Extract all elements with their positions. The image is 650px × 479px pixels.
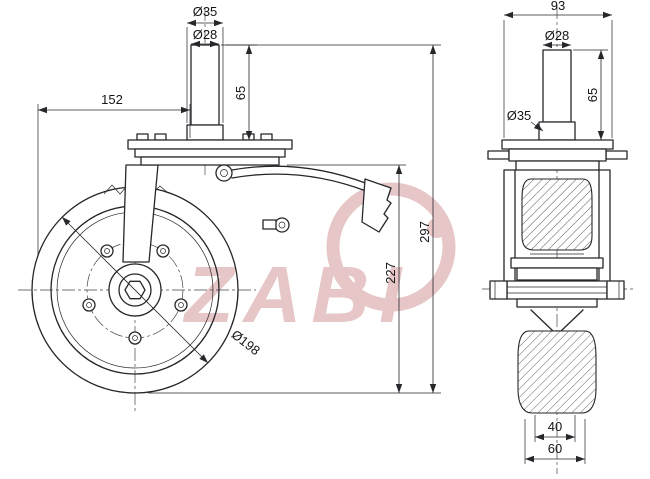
dim-label-body-height: 227 xyxy=(383,262,398,284)
dim-stem-outer-dia-front: Ø35 xyxy=(186,4,224,123)
stem-front xyxy=(186,44,224,141)
brake-bolt xyxy=(274,217,290,233)
dim-label-hub-width: 60 xyxy=(548,441,562,456)
dim-overall-width: 93 xyxy=(503,0,613,138)
side-view: 93 Ø28 65 Ø35 40 60 xyxy=(482,0,634,474)
front-view: Ø35 Ø28 65 152 297 227 xyxy=(18,4,441,412)
dim-label-stem-outer-dia: Ø35 xyxy=(193,4,218,19)
fork-leg-front xyxy=(122,164,159,263)
swivel-plate-front xyxy=(127,133,293,166)
watermark-text: ZABI xyxy=(183,250,412,339)
dim-body-height: 227 xyxy=(287,164,406,393)
dim-wheel-width: 40 xyxy=(534,415,576,442)
brake-pedal xyxy=(361,178,392,233)
dim-label-total-height: 297 xyxy=(417,221,432,243)
dim-stem-height-front: 65 xyxy=(221,44,257,140)
dim-label-overall-width: 93 xyxy=(551,0,565,13)
stem-collar xyxy=(186,124,224,141)
axle-bolt-head xyxy=(489,280,508,300)
dim-stem-outer-dia-side: Ø35 xyxy=(507,108,544,132)
dim-label-stem-dia: Ø28 xyxy=(193,27,218,42)
dim-label-stem-dia-side: Ø28 xyxy=(545,28,570,43)
axle-nut xyxy=(606,280,625,300)
dim-plate-offset: 152 xyxy=(37,92,191,255)
stem-tube xyxy=(190,44,220,126)
dim-label-stem-height: 65 xyxy=(233,86,248,100)
dim-stem-dia-front: Ø28 xyxy=(191,27,219,48)
stem-side xyxy=(538,49,576,141)
watermark-logo: ZABI xyxy=(183,182,456,339)
dim-hub-width: 60 xyxy=(524,419,586,464)
dim-stem-dia-side: Ø28 xyxy=(543,28,571,49)
dim-label-wheel-width: 40 xyxy=(548,419,562,434)
dim-label-plate-offset: 152 xyxy=(101,92,123,107)
dim-label-stem-height-side: 65 xyxy=(585,88,600,102)
dim-label-stem-outer-dia-side: Ø35 xyxy=(507,108,532,123)
dim-total-height: 297 xyxy=(148,44,441,394)
brake-lever xyxy=(215,164,392,233)
tire-section-upper xyxy=(521,178,593,251)
tire-section-lower xyxy=(517,330,597,414)
axle-assembly-side xyxy=(489,257,625,332)
dim-stem-height-side: 65 xyxy=(573,49,608,140)
swivel-plate-side xyxy=(487,139,628,171)
